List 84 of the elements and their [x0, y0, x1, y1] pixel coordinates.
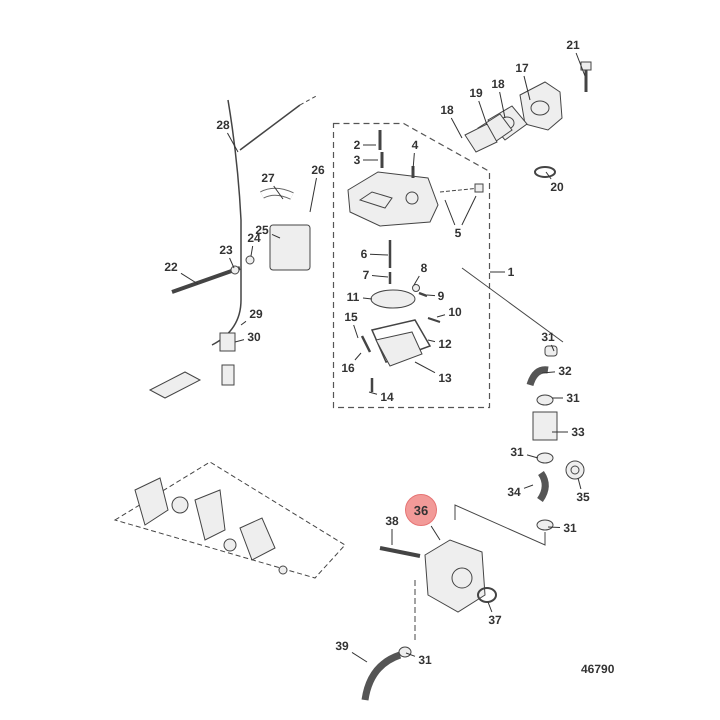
callout-number: 2	[354, 139, 360, 151]
callout-number: 11	[346, 291, 360, 303]
leader-line	[272, 234, 280, 238]
leader-line	[353, 324, 358, 338]
leader-line	[478, 100, 488, 126]
leader-line	[488, 602, 492, 612]
callout-number: 23	[219, 244, 233, 256]
leader-line	[226, 132, 238, 152]
leader-line	[426, 294, 436, 296]
callout-number: 5	[454, 227, 462, 239]
leader-line	[499, 92, 506, 118]
callout-number: 6	[360, 248, 368, 260]
leader-line	[362, 144, 376, 146]
leader-line	[436, 314, 446, 318]
callout-number: 27	[261, 172, 275, 184]
callout-number: 35	[576, 491, 590, 503]
highlighted-callout-number: 36	[405, 494, 437, 526]
leader-line	[524, 484, 534, 489]
callout-number: 38	[385, 515, 399, 527]
callout-number: 18	[491, 78, 505, 90]
callout-number: 30	[247, 331, 261, 343]
callout-number: 9	[438, 290, 444, 302]
leader-line	[250, 246, 254, 256]
leader-line	[368, 392, 378, 395]
callout-number: 22	[164, 261, 178, 273]
callout-number: 16	[341, 362, 355, 374]
leader-line	[548, 526, 560, 528]
leader-line	[428, 340, 436, 342]
leader-line	[414, 276, 420, 286]
callout-number: 34	[507, 486, 521, 498]
callout-number: 4	[412, 139, 418, 151]
callout-number: 32	[558, 365, 572, 377]
callout-number: 18	[440, 104, 454, 116]
leader-line	[273, 186, 284, 200]
leader-line	[414, 362, 436, 374]
callout-number: 12	[438, 338, 452, 350]
callout-number: 31	[566, 392, 580, 404]
leader-line	[372, 275, 388, 278]
leader-line	[450, 118, 462, 138]
callout-number: 39	[335, 640, 349, 652]
leader-line	[180, 272, 198, 284]
leader-line	[406, 652, 416, 657]
callout-number: 10	[448, 306, 462, 318]
callout-number: 33	[571, 426, 585, 438]
callout-number: 17	[515, 62, 529, 74]
leader-line	[310, 178, 317, 212]
callout-number: 20	[550, 181, 564, 193]
callout-number: 26	[311, 164, 325, 176]
callout-number: 37	[488, 614, 502, 626]
leader-line	[352, 652, 368, 662]
leader-line	[229, 258, 234, 268]
leader-line	[542, 371, 556, 374]
reference-number: 46790	[581, 661, 614, 678]
callout-number: 14	[380, 391, 394, 403]
callout-number: 21	[566, 39, 580, 51]
callout-number: 31	[418, 654, 432, 666]
callout-number: 31	[563, 522, 577, 534]
callout-number: 15	[344, 311, 358, 323]
leader-line	[444, 200, 456, 226]
callout-number: 19	[469, 87, 483, 99]
leader-line	[412, 152, 415, 170]
callout-number: 31	[541, 331, 555, 343]
callout-number: 31	[510, 446, 524, 458]
leader-line	[546, 172, 552, 180]
leader-line	[550, 344, 554, 352]
callout-number: 1	[508, 266, 514, 278]
callout-number: 3	[354, 154, 360, 166]
leader-line	[576, 52, 586, 76]
leader-line	[578, 478, 582, 490]
callout-number: 28	[216, 119, 230, 131]
leader-line	[526, 454, 538, 458]
leader-line	[362, 298, 372, 300]
callout-number: 8	[420, 262, 428, 274]
leader-line	[461, 196, 476, 226]
kit-outline	[333, 123, 490, 408]
leader-line	[524, 76, 530, 100]
leader-line	[430, 526, 440, 540]
callout-number: 7	[362, 269, 370, 281]
leader-line	[370, 254, 388, 256]
leader-line	[234, 339, 244, 342]
leader-line	[240, 320, 246, 326]
leader-line	[354, 352, 362, 360]
callout-number: 13	[438, 372, 452, 384]
callout-number: 29	[249, 308, 263, 320]
